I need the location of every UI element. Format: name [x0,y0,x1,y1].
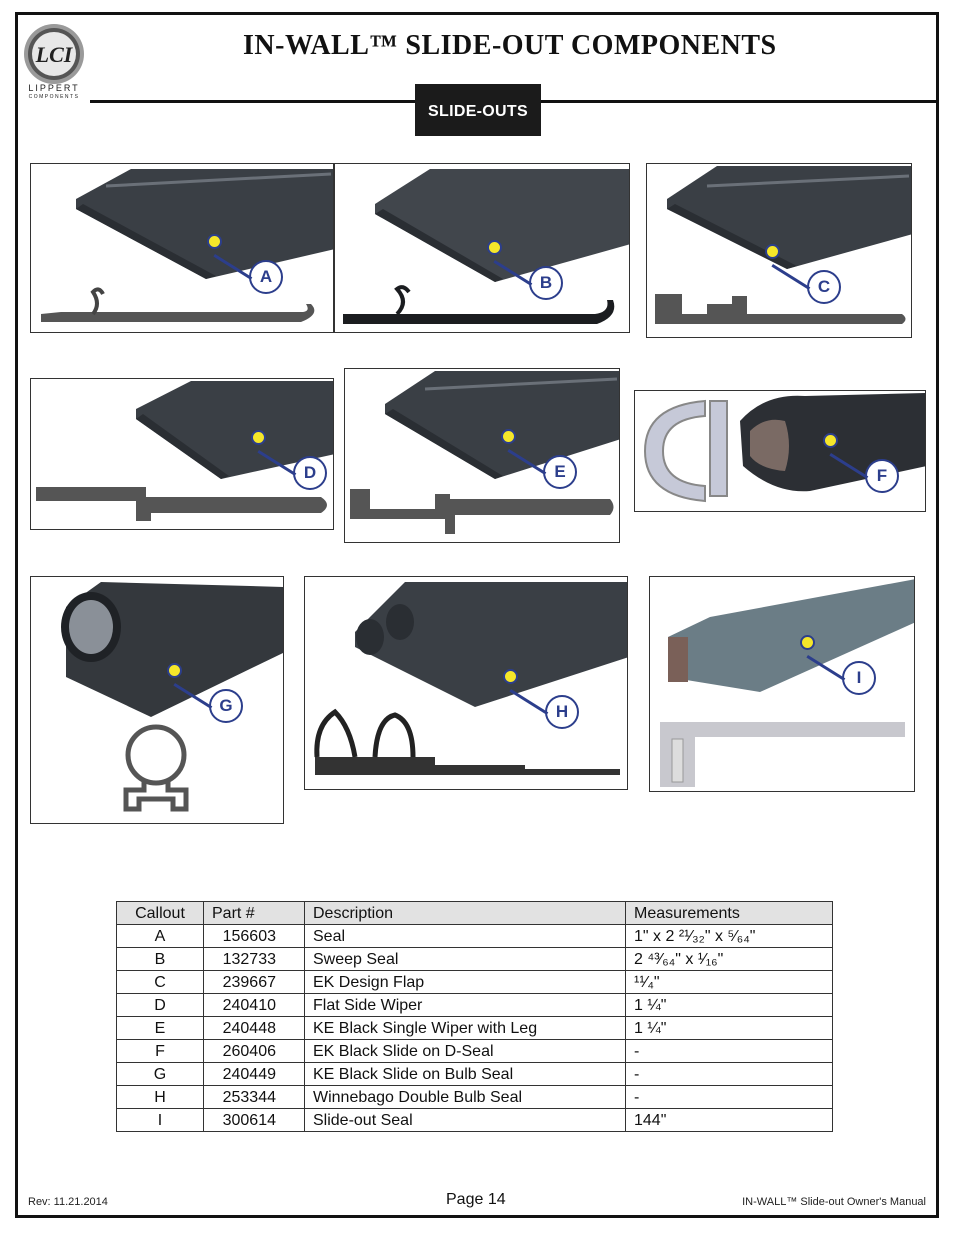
row-description: Slide-out Seal [304,1108,626,1132]
callout-f: F [865,459,899,493]
row-callout: E [116,1016,204,1040]
row-measurement: ¹¹⁄₄" [625,970,833,994]
row-description: Winnebago Double Bulb Seal [304,1085,626,1109]
callout-leader-dot [501,429,516,444]
table-row: B 132733 Sweep Seal 2 ⁴³⁄₆₄" x ¹⁄₁₆" [116,947,833,971]
row-callout: C [116,970,204,994]
row-description: Sweep Seal [304,947,626,971]
section-tab: SLIDE-OUTS [415,84,541,136]
seal-panel-f: F [634,390,926,512]
table-row: E 240448 KE Black Single Wiper with Leg … [116,1016,833,1040]
row-measurement: - [625,1039,833,1063]
parts-table: Callout Part # Description Measurements … [116,901,833,1132]
callout-leader-dot [503,669,518,684]
row-part: 260406 [203,1039,305,1063]
row-callout: F [116,1039,204,1063]
callout-g: G [209,689,243,723]
seal-panel-c: C [646,163,912,338]
row-description: Flat Side Wiper [304,993,626,1017]
callout-leader-dot [207,234,222,249]
row-callout: D [116,993,204,1017]
row-measurement: - [625,1062,833,1086]
row-callout: A [116,924,204,948]
footer-manual-title: IN-WALL™ Slide-out Owner's Manual [742,1196,926,1208]
page-title: IN-WALL™ SLIDE-OUT COMPONENTS [243,30,777,61]
header-part: Part # [203,901,305,925]
table-header-row: Callout Part # Description Measurements [116,901,833,925]
seal-b-illustration [343,169,629,324]
table-row: D 240410 Flat Side Wiper 1 ¼" [116,993,833,1017]
seal-panel-a: A [30,163,334,333]
table-row: I 300614 Slide-out Seal 144" [116,1108,833,1132]
seal-d-illustration [36,381,333,521]
row-measurement: 1 ¼" [625,993,833,1017]
logo-mark: LCI [35,42,74,67]
seal-panel-d: D [30,378,334,530]
seal-e-illustration [350,371,619,534]
callout-d: D [293,456,327,490]
row-description: EK Design Flap [304,970,626,994]
row-part: 156603 [203,924,305,948]
logo-subtext: COMPONENTS [28,94,80,100]
callout-leader-dot [823,433,838,448]
row-measurement: 144" [625,1108,833,1132]
callout-e: E [543,455,577,489]
table-row: A 156603 Seal 1" x 2 ²¹⁄₃₂" x ⁵⁄₆₄" [116,924,833,948]
row-part: 253344 [203,1085,305,1109]
callout-leader-dot [765,244,780,259]
table-row: H 253344 Winnebago Double Bulb Seal - [116,1085,833,1109]
row-part: 300614 [203,1108,305,1132]
row-part: 240410 [203,993,305,1017]
callout-leader-dot [251,430,266,445]
row-part: 132733 [203,947,305,971]
row-measurement: 1" x 2 ²¹⁄₃₂" x ⁵⁄₆₄" [625,924,833,948]
seal-panel-e: E [344,368,620,543]
seal-a-illustration [41,169,333,322]
seal-panel-h: H [304,576,628,790]
callout-h: H [545,695,579,729]
callout-leader-dot [487,240,502,255]
seal-panel-i: I [649,576,915,792]
logo-text: LIPPERT [28,83,80,93]
row-callout: B [116,947,204,971]
row-measurement: 1 ¼" [625,1016,833,1040]
page-frame [15,12,939,1218]
callout-leader-dot [800,635,815,650]
callout-c: C [807,270,841,304]
table-row: C 239667 EK Design Flap ¹¹⁄₄" [116,970,833,994]
table-row: G 240449 KE Black Slide on Bulb Seal - [116,1062,833,1086]
callout-a: A [249,260,283,294]
row-measurement: - [625,1085,833,1109]
section-tab-label: SLIDE-OUTS [428,102,528,120]
row-measurement: 2 ⁴³⁄₆₄" x ¹⁄₁₆" [625,947,833,971]
footer-revision: Rev: 11.21.2014 [28,1196,108,1208]
table-row: F 260406 EK Black Slide on D-Seal - [116,1039,833,1063]
seal-i-illustration [660,579,914,787]
row-callout: G [116,1062,204,1086]
footer-page-number: Page 14 [446,1191,506,1208]
seal-f-illustration [643,393,925,503]
row-callout: I [116,1108,204,1132]
callout-b: B [529,266,563,300]
header-callout: Callout [116,901,204,925]
lippert-logo-icon: LCI [22,22,86,102]
seal-g-illustration [61,582,283,812]
row-description: EK Black Slide on D-Seal [304,1039,626,1063]
callout-leader-dot [167,663,182,678]
header-description: Description [304,901,626,925]
seal-panel-g: G [30,576,284,824]
row-callout: H [116,1085,204,1109]
row-part: 240448 [203,1016,305,1040]
callout-i: I [842,661,876,695]
seal-panel-b: B [334,163,630,333]
row-part: 240449 [203,1062,305,1086]
row-description: KE Black Slide on Bulb Seal [304,1062,626,1086]
header-measurements: Measurements [625,901,833,925]
seal-h-illustration [314,582,627,775]
row-part: 239667 [203,970,305,994]
row-description: Seal [304,924,626,948]
seal-c-illustration [655,166,911,324]
row-description: KE Black Single Wiper with Leg [304,1016,626,1040]
